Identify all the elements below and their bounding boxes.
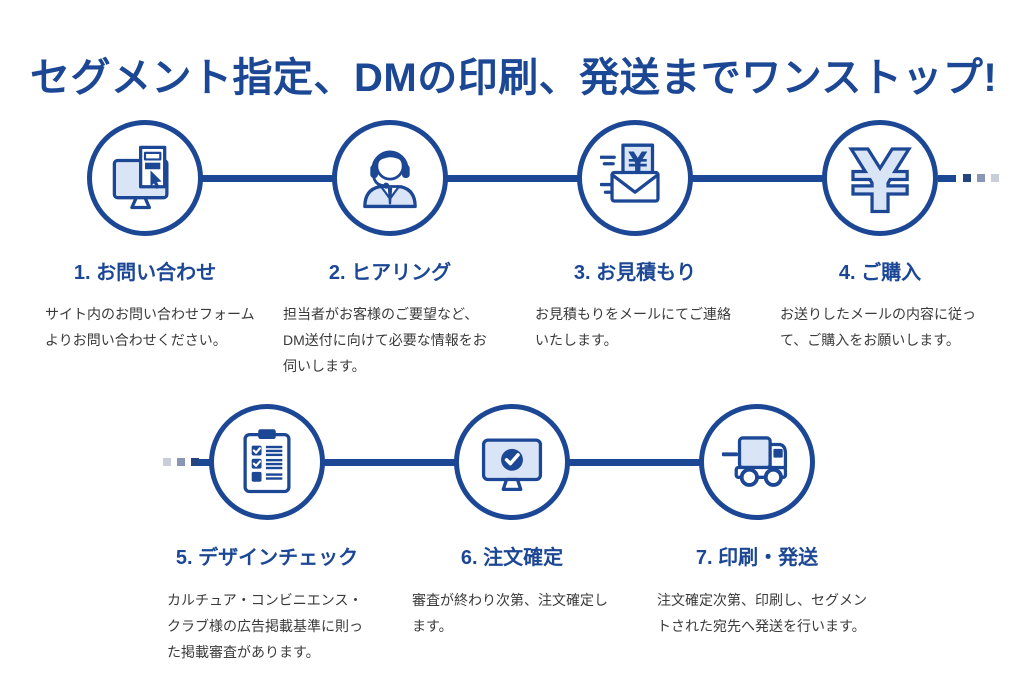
yen-icon: ¥	[848, 135, 911, 221]
step-7-circle	[699, 404, 815, 520]
connector-line-row1	[145, 175, 880, 182]
step-1-description: サイト内のお問い合わせフォーム よりお問い合わせください。	[45, 306, 255, 348]
step-5-circle	[209, 404, 325, 520]
step-6-description: 審査が終わり次第、注文確定し ます。	[412, 592, 608, 634]
step-2-label: 2. ヒアリング	[328, 262, 452, 284]
step-5-label: 5. デザインチェック	[175, 547, 359, 569]
step-4-description: お送りしたメールの内容に従っ て、ご購入をお願いします。	[780, 306, 976, 348]
step-4-circle: ¥	[822, 120, 938, 236]
step-2-description: 担当者がお客様のご要望など、 DM送付に向けて必要な情報をお 伺いします。	[283, 306, 487, 374]
operator-headset-icon	[363, 150, 417, 209]
svg-text:¥: ¥	[850, 135, 910, 221]
step-7-description: 注文確定次第、印刷し、セグメン トされた宛先へ発送を行います。	[657, 592, 867, 634]
connector-stub-before-step5	[198, 459, 212, 466]
step-1-label: 1. お問い合わせ	[73, 262, 217, 284]
monitor-form-icon	[112, 145, 169, 210]
step-3-label: 3. お見積もり	[573, 262, 697, 284]
page-title: セグメント指定、DMの印刷、発送までワンストップ!	[30, 55, 998, 100]
step-3-description: お見積もりをメールにてご連絡 いたします。	[535, 306, 731, 348]
step-7-label: 7. 印刷・発送	[695, 547, 819, 569]
monitor-check-icon	[481, 438, 543, 491]
step-5-description: カルチュア・コンビニエンス・ クラブ様の広告掲載基準に則っ た掲載審査があります…	[167, 592, 363, 660]
connector-stub-after-step4	[938, 175, 956, 182]
checklist-clipboard-icon	[243, 429, 291, 494]
step-6-circle	[454, 404, 570, 520]
truck-icon	[722, 436, 788, 487]
step-3-circle: ¥	[577, 120, 693, 236]
mail-quote-icon: ¥	[600, 143, 660, 203]
step-2-circle	[332, 120, 448, 236]
step-6-label: 6. 注文確定	[460, 547, 564, 569]
step-4-label: 4. ご購入	[838, 262, 922, 284]
step-1-circle	[87, 120, 203, 236]
